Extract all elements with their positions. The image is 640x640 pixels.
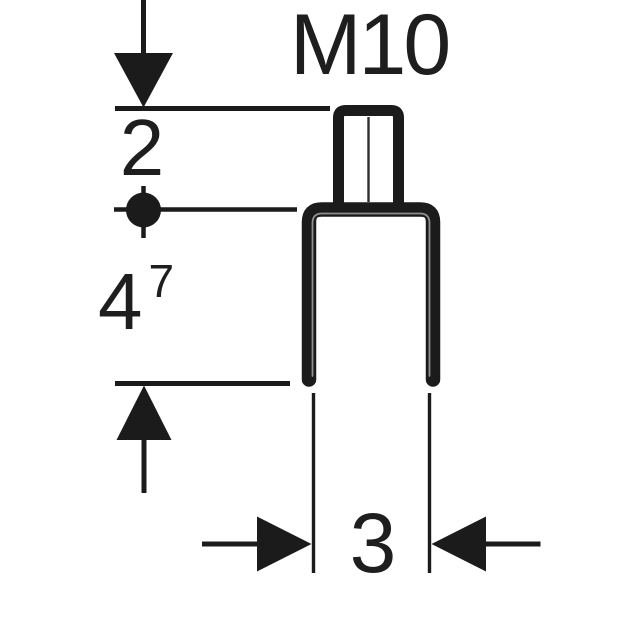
- bracket-outline: [301, 202, 441, 387]
- dimension-47-main-value: 4: [98, 257, 143, 346]
- arrow-up-icon: [116, 385, 172, 440]
- arrow-down-icon: [114, 53, 173, 108]
- dimension-3-label: 3: [349, 496, 397, 590]
- dimension-47-superscript-value: 7: [148, 255, 175, 307]
- part-bracket-group: [301, 202, 441, 387]
- dim-3-group: [202, 393, 541, 573]
- dot-terminator-icon: [126, 192, 161, 228]
- dim-2-group: [114, 0, 330, 238]
- part-stud-group: [333, 105, 404, 216]
- dim-47-group: [115, 381, 290, 493]
- arrow-left-icon: [431, 516, 486, 572]
- dimension-47-label: 4 7: [98, 257, 174, 346]
- dimension-2-label: 2: [119, 103, 165, 192]
- bracket-inner-profile-line: [311, 212, 431, 377]
- arrow-right-icon: [257, 516, 312, 572]
- thread-size-label: M10: [289, 0, 451, 93]
